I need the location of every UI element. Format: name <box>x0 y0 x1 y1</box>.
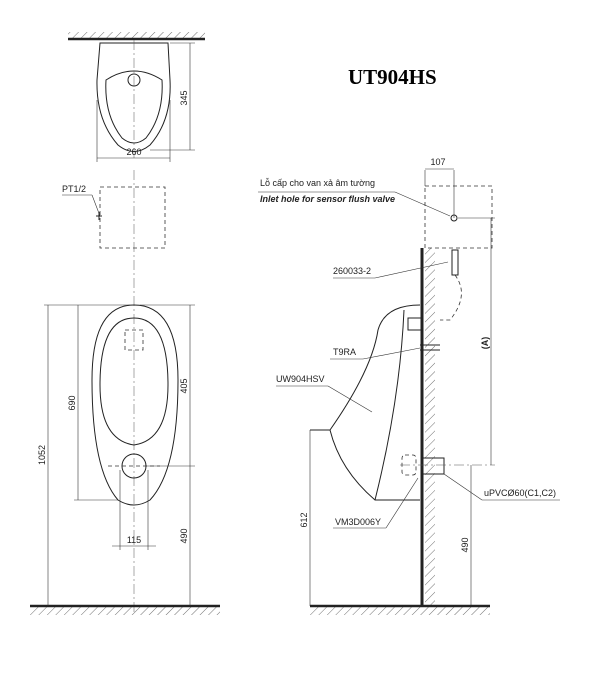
dim-a: (A) <box>480 337 490 350</box>
dim-outlet-height-front: 490 <box>179 528 189 543</box>
part-drain: uPVCØ60(C1,C2) <box>484 488 556 498</box>
dim-upper: 405 <box>179 378 189 393</box>
wall-hatch-top <box>68 32 205 39</box>
dim-total-height: 1052 <box>37 445 47 465</box>
part-pipe: 260033-2 <box>333 266 371 276</box>
flush-valve-box <box>99 186 166 249</box>
part-spud: T9RA <box>333 347 356 357</box>
dim-top-width: 260 <box>126 147 141 157</box>
top-view: 345 260 <box>68 32 205 162</box>
inlet-label-pt: PT1/2 <box>62 184 86 194</box>
dim-rim-height: 612 <box>299 512 309 527</box>
inlet-label-en: Inlet hole for sensor flush valve <box>260 194 395 204</box>
dim-outlet-width: 115 <box>127 535 141 545</box>
dim-bowl-height: 690 <box>67 395 77 410</box>
urinal-front-bowl <box>99 317 169 446</box>
urinal-top-inner <box>105 70 163 144</box>
dim-outlet-height-side: 490 <box>460 537 470 552</box>
urinal-side-outline <box>310 304 421 501</box>
part-urinal: UW904HSV <box>276 374 325 384</box>
part-trap: VM3D006Y <box>335 517 381 527</box>
dim-top-depth: 345 <box>179 90 189 105</box>
front-view: PT1/2 1052 690 405 490 115 <box>30 170 220 615</box>
flush-valve-box-side <box>424 185 493 249</box>
inlet-label-vi: Lỗ cấp cho van xả âm tường <box>260 178 375 188</box>
urinal-top-outline <box>96 42 171 152</box>
dim-offset: 107 <box>430 157 445 167</box>
model-title: UT904HS <box>348 65 437 89</box>
side-view: 107 Lỗ cấp cho van xả âm tường Inlet hol… <box>258 157 560 615</box>
urinal-front-outline <box>91 304 179 506</box>
spud-grille <box>124 329 144 351</box>
